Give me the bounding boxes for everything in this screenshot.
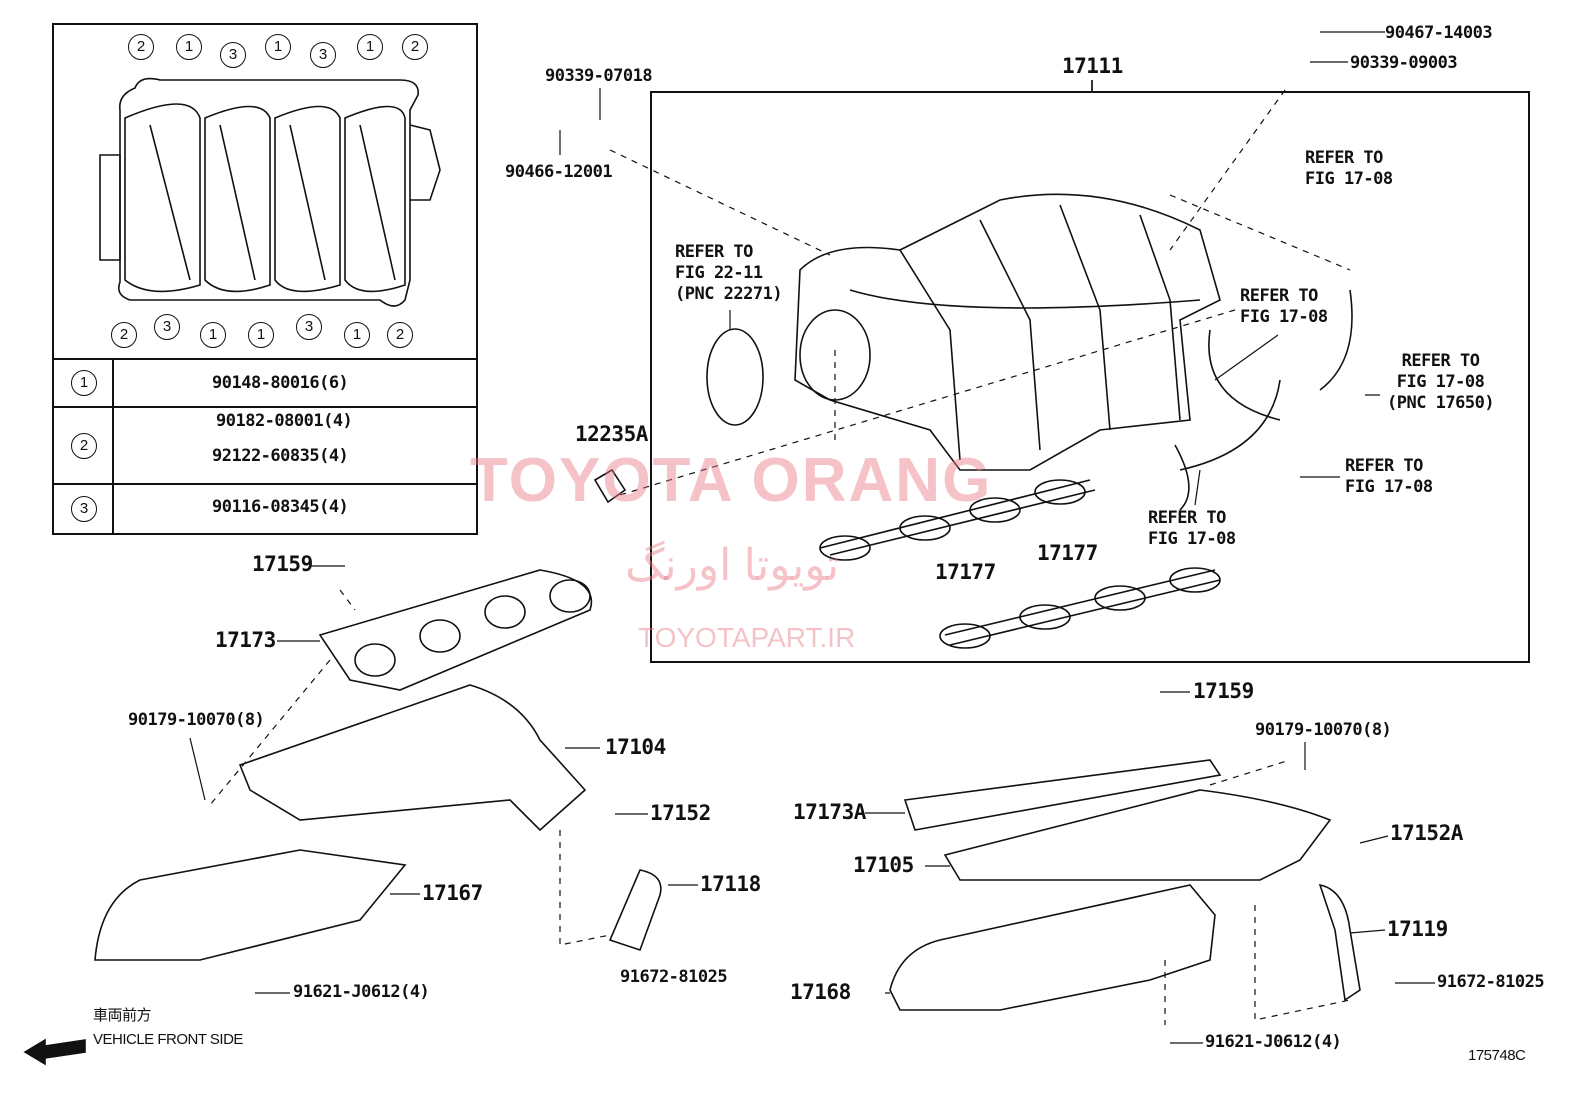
inset-box	[52, 23, 478, 535]
part-number[interactable]: 17152	[650, 801, 711, 825]
inset-callout: 3	[154, 314, 180, 340]
inset-callout: 1	[265, 34, 291, 60]
reference-note[interactable]: REFER TO FIG 17-08 (PNC 17650)	[1387, 351, 1495, 413]
inset-callout: 1	[248, 322, 274, 348]
part-number[interactable]: 12235A	[575, 422, 648, 446]
inset-divider	[53, 483, 477, 485]
heat-insulator-17168	[889, 884, 1216, 1011]
part-number[interactable]: 91621-J0612(4)	[1205, 1032, 1342, 1052]
o-ring-22271	[706, 328, 764, 426]
figure-code: 175748C	[1468, 1047, 1526, 1064]
watermark-persian: تویوتا اورنگ	[625, 541, 840, 590]
inset-callout: 1	[176, 34, 202, 60]
part-number[interactable]: 91621-J0612(4)	[293, 982, 430, 1002]
direction-label: VEHICLE FRONT SIDE	[93, 1031, 243, 1048]
heat-insulator-17167	[94, 849, 407, 961]
inset-callout: 1	[357, 34, 383, 60]
inset-callout: 2	[387, 322, 413, 348]
left-exhaust-parts	[94, 569, 662, 961]
gasket-17173	[318, 569, 593, 691]
intake-manifold-drawing	[794, 193, 1221, 471]
part-number[interactable]: 17152A	[1390, 821, 1463, 845]
part-number[interactable]: 90182-08001(4)	[216, 411, 353, 431]
direction-label-jp: 車両前方	[93, 1007, 152, 1024]
part-number[interactable]: 17105	[853, 853, 914, 877]
part-number[interactable]: 17111	[1062, 54, 1123, 78]
inset-callout: 2	[128, 34, 154, 60]
part-number[interactable]: 91672-81025	[1437, 972, 1545, 992]
part-number[interactable]: 90339-07018	[545, 66, 653, 86]
inset-row-number: 2	[71, 433, 97, 459]
grommet-12235A	[593, 468, 627, 504]
inset-divider	[53, 406, 477, 408]
reference-note[interactable]: REFER TO FIG 22-11 (PNC 22271)	[675, 242, 783, 304]
gasket-17173A	[903, 759, 1222, 831]
manifold-17105	[943, 789, 1332, 881]
inset-callout: 3	[296, 314, 322, 340]
inset-callout: 2	[111, 322, 137, 348]
part-number[interactable]: 17173A	[793, 800, 866, 824]
part-number[interactable]: 17119	[1387, 917, 1448, 941]
manifold-17104	[238, 684, 587, 832]
part-number[interactable]: 17167	[422, 881, 483, 905]
hoses	[1174, 289, 1353, 511]
reference-note[interactable]: REFER TO FIG 17-08	[1240, 286, 1328, 327]
part-number[interactable]: 17173	[215, 628, 276, 652]
gaskets-17177	[819, 479, 1221, 649]
inset-callout: 1	[344, 322, 370, 348]
part-number[interactable]: 90179-10070(8)	[128, 710, 265, 730]
intake-gasket-drawing	[99, 77, 441, 307]
inset-row-number: 3	[71, 496, 97, 522]
part-number[interactable]: 90179-10070(8)	[1255, 720, 1392, 740]
watermark-site: TOYOTAPART.IR	[638, 622, 856, 653]
right-exhaust-parts	[889, 759, 1361, 1011]
part-number[interactable]: 90467-14003	[1385, 23, 1493, 43]
inset-divider	[53, 358, 477, 360]
part-number[interactable]: 17159	[1193, 679, 1254, 703]
reference-note[interactable]: REFER TO FIG 17-08	[1345, 456, 1433, 497]
part-number[interactable]: 17177	[1037, 541, 1098, 565]
bracket-17118	[608, 869, 662, 952]
part-number[interactable]: 91672-81025	[620, 967, 728, 987]
inset-callout: 3	[310, 42, 336, 68]
intake-manifold-box	[650, 91, 1530, 663]
part-number[interactable]: 90148-80016(6)	[212, 373, 349, 393]
part-number[interactable]: 17118	[700, 872, 761, 896]
inset-callout: 2	[402, 34, 428, 60]
reference-note[interactable]: REFER TO FIG 17-08	[1305, 148, 1393, 189]
front-direction-arrow	[23, 1038, 86, 1066]
part-number[interactable]: 17168	[790, 980, 851, 1004]
inset-row-number: 1	[71, 370, 97, 396]
reference-note[interactable]: REFER TO FIG 17-08	[1148, 508, 1236, 549]
bracket-17119	[1318, 883, 1361, 1002]
part-number[interactable]: 17177	[935, 560, 996, 584]
part-number[interactable]: 17159	[252, 552, 313, 576]
part-number[interactable]: 90466-12001	[505, 162, 613, 182]
watermark-brand: TOYOTA ORANG	[470, 446, 993, 515]
inset-callout: 1	[200, 322, 226, 348]
inset-callout: 3	[220, 42, 246, 68]
part-number[interactable]: 90116-08345(4)	[212, 497, 349, 517]
part-number[interactable]: 92122-60835(4)	[212, 446, 349, 466]
part-number[interactable]: 90339-09003	[1350, 53, 1458, 73]
part-number[interactable]: 17104	[605, 735, 666, 759]
